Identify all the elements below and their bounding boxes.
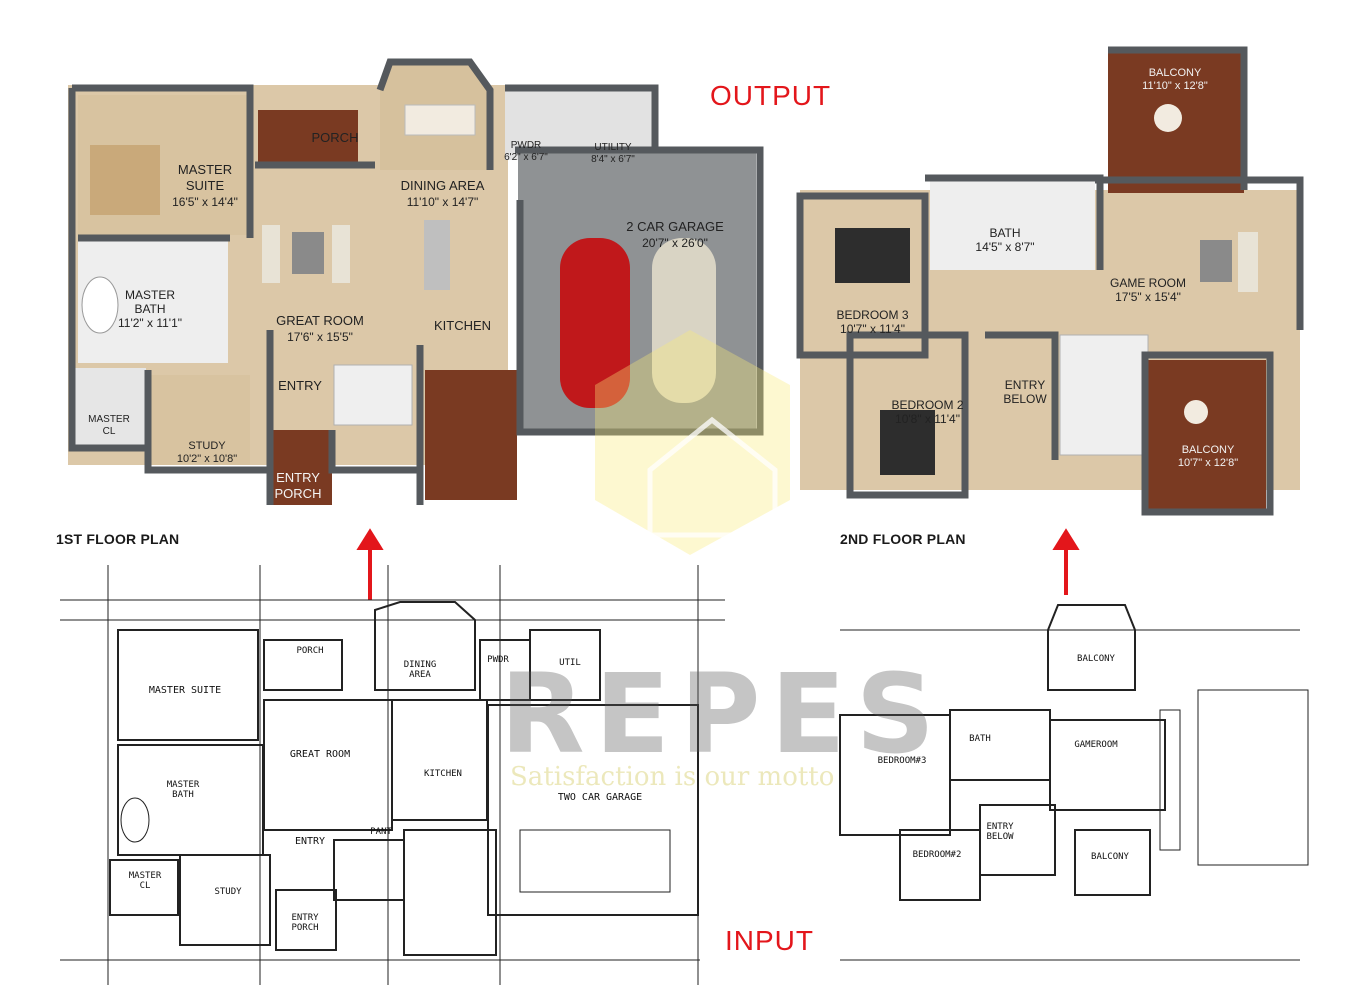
bp-porch: PORCH — [296, 646, 324, 656]
second-floor-render — [796, 46, 1304, 516]
bp-master-suite: MASTER SUITE — [148, 685, 222, 696]
room-kitchen: KITCHEN — [433, 318, 492, 333]
bp-bedroom-2: BEDROOM#2 — [912, 850, 962, 860]
bp-kitchen: KITCHEN — [424, 769, 462, 779]
room-master-cl: MASTER CL — [88, 414, 130, 437]
watermark-house-icon — [647, 416, 778, 538]
room-entry-porch: ENTRY PORCH — [274, 470, 322, 501]
watermark-hexagon — [595, 330, 790, 555]
room-entry-below: ENTRY BELOW — [1003, 378, 1047, 406]
bp-great-room: GREAT ROOM — [289, 749, 351, 760]
bp-master-bath: MASTER BATH — [166, 780, 200, 800]
room-entry: ENTRY — [278, 378, 322, 393]
bp-gameroom: GAMEROOM — [1074, 740, 1118, 750]
bp-pantry: PANT — [370, 827, 392, 837]
bp-entry-porch: ENTRY PORCH — [291, 913, 319, 933]
bp-master-cl: MASTER CL — [128, 871, 162, 891]
bp-garage: TWO CAR GARAGE — [557, 792, 643, 803]
arrow-up-icon — [356, 528, 384, 600]
bp-dining-area: DINING AREA — [403, 660, 437, 680]
room-porch: PORCH — [311, 130, 359, 145]
bp-balcony-top: BALCONY — [1077, 654, 1115, 664]
watermark-tagline: Satisfaction is our motto — [510, 762, 835, 792]
first-floor-blueprint — [60, 565, 725, 985]
second-floor-blueprint — [839, 604, 1309, 961]
bp-study: STUDY — [214, 887, 242, 897]
bp-bedroom-3: BEDROOM#3 — [877, 756, 927, 766]
bp-entry: ENTRY — [294, 836, 326, 847]
first-floor-title: 1ST FLOOR PLAN — [56, 531, 180, 547]
second-floor-title: 2ND FLOOR PLAN — [840, 531, 966, 547]
bp-util: UTIL — [559, 658, 581, 668]
output-label: OUTPUT — [710, 80, 832, 111]
watermark-brand: REPES — [500, 650, 945, 778]
first-floor-render — [68, 58, 764, 505]
bp-pwdr: PWDR — [487, 655, 509, 665]
arrow-up-icon — [1052, 528, 1080, 595]
bp-entry-below: ENTRY BELOW — [986, 822, 1014, 842]
bp-balcony-bottom: BALCONY — [1091, 852, 1129, 862]
input-label: INPUT — [725, 925, 814, 956]
bp-bath: BATH — [969, 734, 991, 744]
